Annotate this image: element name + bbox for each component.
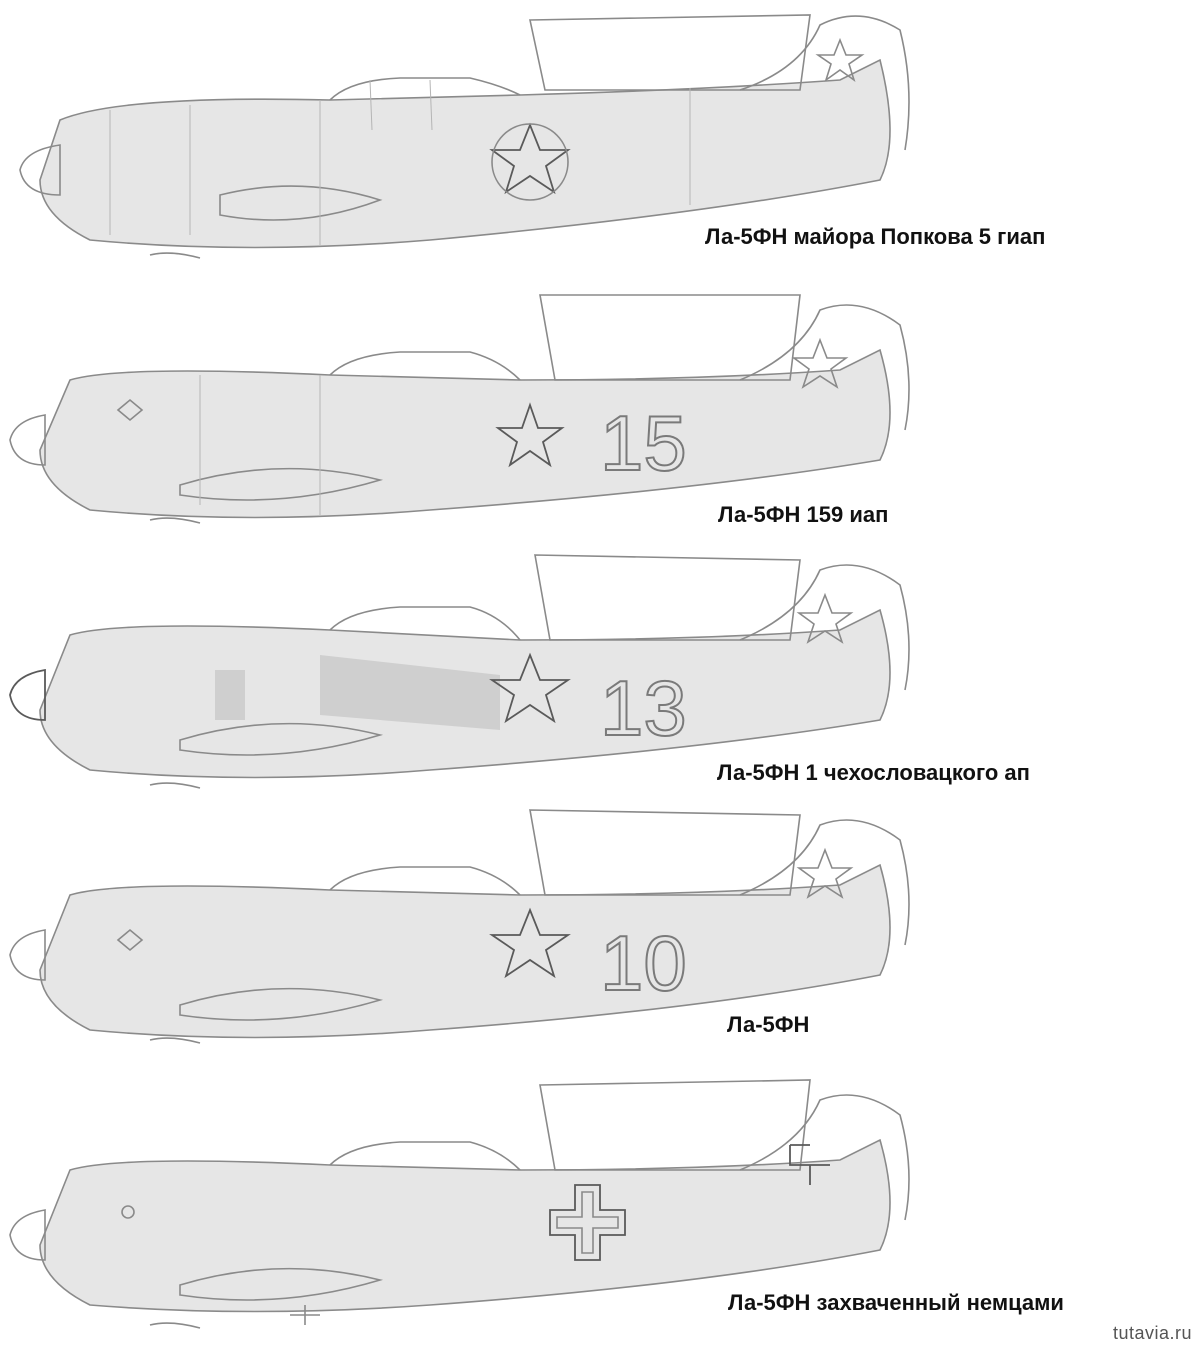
caption-popkov: Ла-5ФН майора Попкова 5 гиап [705, 224, 1046, 249]
caption-czech: Ла-5ФН 1 чехословацкого ап [717, 760, 1030, 785]
caption-captured: Ла-5ФН захваченный немцами [728, 1290, 1064, 1315]
plate-popkov: Ла-5ФН майора Попкова 5 гиап [0, 0, 1200, 280]
tail-number: 15 [600, 399, 687, 487]
tail-number: 13 [600, 664, 687, 752]
aircraft-side-profile [9, 1079, 910, 1329]
plate-la5fn: 10 Ла-5ФН [0, 800, 1200, 1060]
balkenkreuz-icon [549, 1184, 626, 1261]
aircraft-side-profile: 15 [9, 294, 910, 524]
site-watermark: tutavia.ru [1112, 1323, 1192, 1343]
swastika-icon [789, 1144, 830, 1185]
plate-czech: 13 Ла-5ФН 1 чехословацкого ап [0, 545, 1200, 800]
plate-captured: Ла-5ФН захваченный немцами [0, 1060, 1200, 1348]
tail-number: 10 [600, 919, 687, 1007]
plate-159-iap: 15 Ла-5ФН 159 иап [0, 280, 1200, 545]
caption-159-iap: Ла-5ФН 159 иап [718, 502, 889, 527]
caption-la5fn: Ла-5ФН [727, 1012, 810, 1037]
aircraft-side-profile: 13 [9, 554, 910, 789]
aircraft-side-profile [19, 14, 910, 259]
aircraft-side-profile: 10 [9, 809, 910, 1044]
